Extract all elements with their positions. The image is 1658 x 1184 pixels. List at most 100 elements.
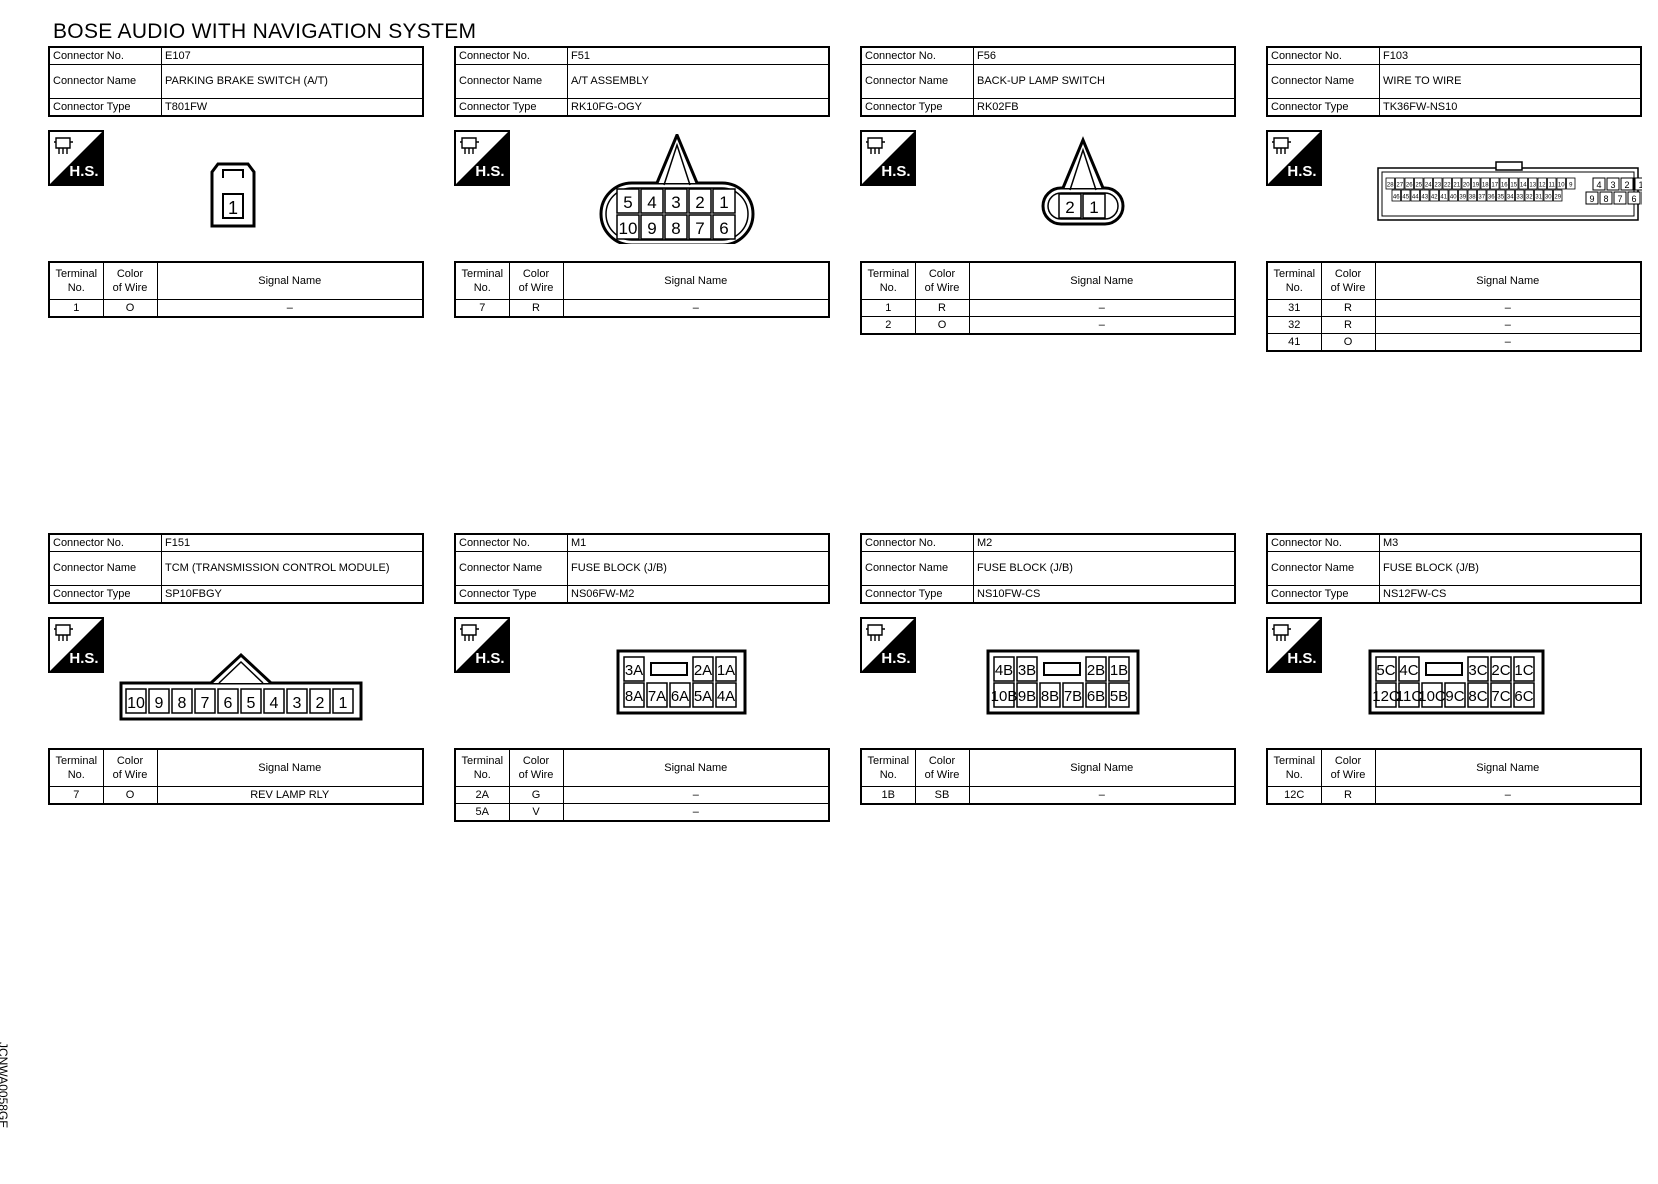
cavity-number: 1C	[1514, 662, 1533, 679]
cavity-number: 7C	[1491, 688, 1510, 705]
harness-side-icon: H.S.	[48, 617, 104, 673]
cavity-number: 6B	[1087, 688, 1105, 705]
cavity-number: 23	[1434, 183, 1441, 189]
connector-no-label: Connector No.	[48, 533, 162, 552]
harness-side-icon: H.S.	[1266, 617, 1322, 673]
cavity-number: 30	[1545, 195, 1552, 201]
cavity-number: 1	[1638, 180, 1642, 190]
cavity-number: 27	[1396, 183, 1403, 189]
connector-name-value: PARKING BRAKE SWITCH (A/T)	[161, 64, 424, 99]
signal-name-header: Signal Name	[156, 748, 424, 787]
signal-name: –	[156, 299, 424, 318]
wire-color: R	[1320, 299, 1376, 317]
cavity-number: 1	[339, 695, 348, 712]
cavity-number: 24	[1425, 183, 1432, 189]
terminal-no: 7	[454, 299, 510, 318]
cavity-number: 3	[293, 695, 302, 712]
cavity-number: 33	[1516, 195, 1523, 201]
connector-type-label: Connector Type	[48, 98, 162, 117]
cavity-number: 45	[1402, 195, 1409, 201]
cavity-number: 11C	[1396, 688, 1423, 705]
cavity-number: 8	[671, 219, 680, 238]
cavity-number: 9C	[1445, 688, 1464, 705]
hs-label: H.S.	[1287, 163, 1316, 180]
cavity-number: 3B	[1018, 662, 1036, 679]
cavity-number: 1	[1089, 198, 1098, 217]
connector-no-label: Connector No.	[454, 533, 568, 552]
connector-name-label: Connector Name	[454, 64, 568, 99]
cavity-number: 4	[647, 193, 656, 212]
wire-color: R	[1320, 786, 1376, 805]
signal-name: –	[562, 299, 830, 318]
cavity-number: 1	[228, 198, 238, 218]
connector-name-value: BACK-UP LAMP SWITCH	[973, 64, 1236, 99]
connector-type-label: Connector Type	[1266, 585, 1380, 604]
cavity-number: 3	[1610, 180, 1615, 190]
signal-name-header: Signal Name	[968, 748, 1236, 787]
cavity-number: 14	[1520, 183, 1527, 189]
connector-type-value: TK36FW-NS10	[1379, 98, 1642, 117]
wire-color: SB	[914, 786, 970, 805]
cavity-number: 4	[1596, 180, 1601, 190]
cavity-number: 13	[1529, 183, 1536, 189]
signal-name: REV LAMP RLY	[156, 786, 424, 805]
wire-color: O	[102, 299, 158, 318]
cavity-number: 38	[1469, 195, 1476, 201]
connector-name-value: TCM (TRANSMISSION CONTROL MODULE)	[161, 551, 424, 586]
page-title: BOSE AUDIO WITH NAVIGATION SYSTEM	[53, 20, 477, 43]
connector-type-value: RK02FB	[973, 98, 1236, 117]
hs-label: H.S.	[475, 650, 504, 667]
connector-name-value: WIRE TO WIRE	[1379, 64, 1642, 99]
cavity-number: 29	[1554, 195, 1561, 201]
connector-no-value: M3	[1379, 533, 1642, 552]
cavity-number: 7B	[1064, 688, 1082, 705]
connector-name-value: FUSE BLOCK (J/B)	[1379, 551, 1642, 586]
cavity-number: 6	[1631, 194, 1636, 204]
cavity-number: 8	[178, 695, 187, 712]
cavity-number: 15	[1510, 183, 1517, 189]
terminal-no: 32	[1266, 316, 1322, 334]
cavity-number: 31	[1535, 195, 1542, 201]
hs-label: H.S.	[881, 650, 910, 667]
connector-no-label: Connector No.	[1266, 533, 1380, 552]
connector-type-label: Connector Type	[48, 585, 162, 604]
cavity-number: 5	[247, 695, 256, 712]
cavity-number: 28	[1387, 183, 1394, 189]
cavity-number: 9	[155, 695, 164, 712]
connector-name-label: Connector Name	[860, 551, 974, 586]
harness-side-icon: H.S.	[860, 130, 916, 186]
cavity-number: 1B	[1110, 662, 1128, 679]
harness-side-icon: H.S.	[860, 617, 916, 673]
connector-no-value: M1	[567, 533, 830, 552]
cavity-number: 3	[671, 193, 680, 212]
cavity-number: 2	[1624, 180, 1629, 190]
cavity-number: 8	[1603, 194, 1608, 204]
cavity-number: 36	[1488, 195, 1495, 201]
connector-type-label: Connector Type	[454, 98, 568, 117]
cavity-number: 46	[1393, 195, 1400, 201]
cavity-number: 5B	[1110, 688, 1128, 705]
